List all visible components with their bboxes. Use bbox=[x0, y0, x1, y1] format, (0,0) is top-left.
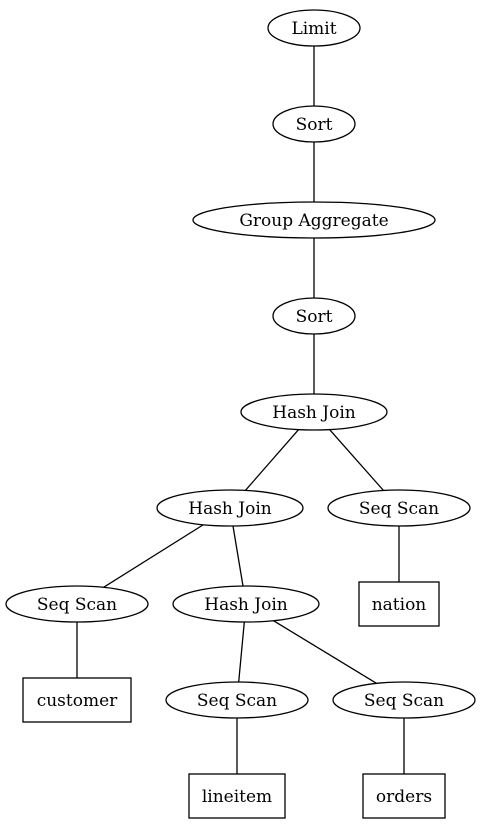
node-label: Seq Scan bbox=[197, 691, 277, 711]
node-label: nation bbox=[372, 595, 427, 615]
table-node-box bbox=[358, 581, 440, 627]
node-hash_join3: Hash Join bbox=[172, 585, 320, 623]
node-limit: Limit bbox=[267, 9, 361, 47]
edge-hash_join1-to-hash_join2 bbox=[244, 429, 300, 491]
operator-node-ellipse bbox=[272, 105, 356, 143]
operator-node-ellipse bbox=[156, 489, 304, 527]
node-seq_scan_customer: Seq Scan bbox=[5, 585, 149, 623]
operator-node-ellipse bbox=[267, 9, 361, 47]
node-group_agg: Group Aggregate bbox=[192, 201, 436, 239]
node-seq_scan_orders: Seq Scan bbox=[332, 681, 476, 719]
node-label: Group Aggregate bbox=[239, 211, 388, 231]
node-sort2: Sort bbox=[272, 297, 356, 335]
table-node-box bbox=[188, 773, 286, 819]
node-label: Hash Join bbox=[204, 595, 288, 615]
node-hash_join2: Hash Join bbox=[156, 489, 304, 527]
node-label: Sort bbox=[296, 115, 333, 135]
node-label: Hash Join bbox=[272, 403, 356, 423]
node-label: Seq Scan bbox=[359, 499, 439, 519]
node-label: Seq Scan bbox=[364, 691, 444, 711]
operator-node-ellipse bbox=[272, 297, 356, 335]
node-label: Sort bbox=[296, 307, 333, 327]
edge-hash_join2-to-hash_join3 bbox=[232, 525, 244, 587]
node-sort1: Sort bbox=[272, 105, 356, 143]
operator-node-ellipse bbox=[327, 489, 471, 527]
node-label: Seq Scan bbox=[37, 595, 117, 615]
operator-node-ellipse bbox=[172, 585, 320, 623]
node-seq_scan_lineitem: Seq Scan bbox=[165, 681, 309, 719]
edge-hash_join3-to-seq_scan_lineitem bbox=[238, 621, 245, 683]
operator-node-ellipse bbox=[192, 201, 436, 239]
node-customer: customer bbox=[22, 677, 132, 723]
node-label: Hash Join bbox=[188, 499, 272, 519]
operator-node-ellipse bbox=[5, 585, 149, 623]
node-seq_scan_nation: Seq Scan bbox=[327, 489, 471, 527]
table-node-box bbox=[362, 773, 446, 819]
node-label: Limit bbox=[291, 19, 336, 39]
operator-node-ellipse bbox=[165, 681, 309, 719]
node-lineitem: lineitem bbox=[188, 773, 286, 819]
table-node-box bbox=[22, 677, 132, 723]
operator-node-ellipse bbox=[332, 681, 476, 719]
operator-node-ellipse bbox=[240, 393, 388, 431]
edge-hash_join2-to-seq_scan_customer bbox=[103, 524, 204, 588]
node-label: customer bbox=[37, 691, 118, 711]
edge-hash_join3-to-seq_scan_orders bbox=[273, 620, 377, 684]
edge-hash_join1-to-seq_scan_nation bbox=[329, 429, 384, 491]
node-nation: nation bbox=[358, 581, 440, 627]
node-label: orders bbox=[376, 787, 432, 807]
node-orders: orders bbox=[362, 773, 446, 819]
edges-layer bbox=[76, 46, 405, 774]
node-label: lineitem bbox=[202, 787, 272, 807]
node-hash_join1: Hash Join bbox=[240, 393, 388, 431]
